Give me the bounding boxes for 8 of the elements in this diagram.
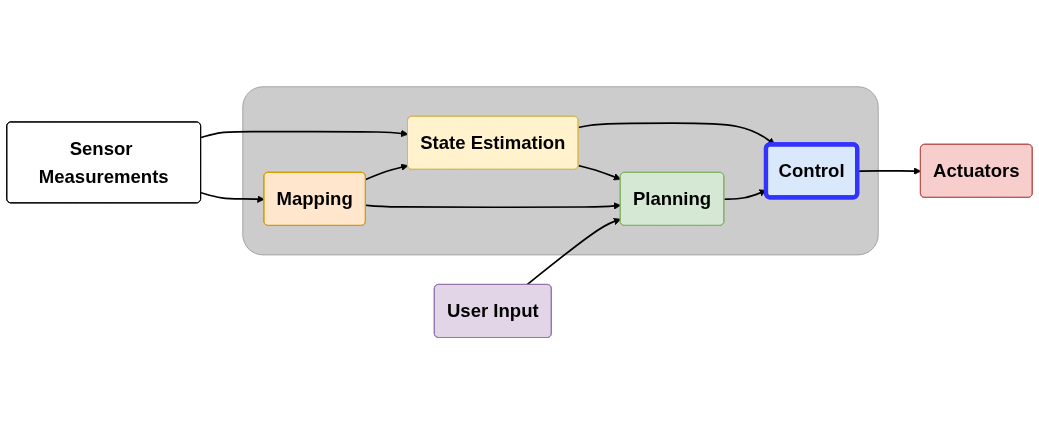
arrow	[577, 122, 776, 145]
arrow	[577, 164, 621, 181]
arrow	[200, 129, 409, 139]
arrow	[364, 202, 621, 210]
cluster	[242, 86, 879, 256]
arrow	[525, 217, 621, 286]
arrow	[364, 163, 409, 181]
arrow	[200, 191, 265, 203]
